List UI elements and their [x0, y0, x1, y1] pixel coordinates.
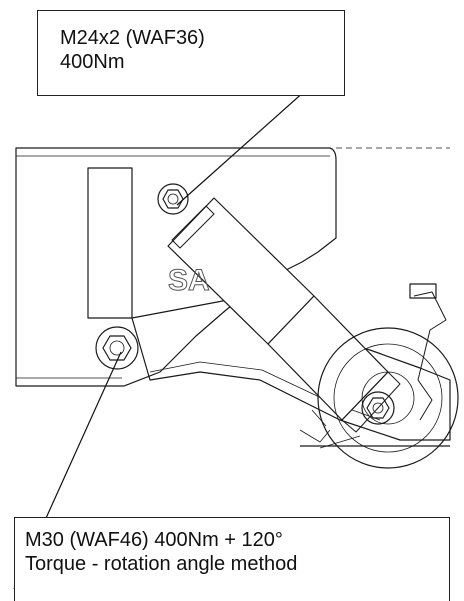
- vertical-slot: [87, 167, 133, 319]
- right-bolt-core: [372, 402, 384, 414]
- callout-bottom-method: Torque - rotation angle method: [25, 553, 298, 575]
- callout-top-bolt: M24x2 (WAF36) 400Nm: [37, 10, 345, 96]
- brand-emboss: SA: [168, 264, 210, 297]
- top-bolt-washer: [157, 183, 189, 215]
- bottom-bolt-hex: [102, 335, 132, 361]
- damper-cap: [171, 205, 215, 249]
- top-bolt-hex: [162, 189, 184, 209]
- top-bolt-core: [167, 193, 179, 205]
- hub-center: [361, 371, 415, 425]
- hub-linkage: [413, 291, 447, 421]
- hub-detail: [299, 409, 361, 449]
- callout-top-spec: M24x2 (WAF36): [60, 27, 205, 49]
- right-bolt-washer: [361, 391, 395, 425]
- callout-bottom-spec: M30 (WAF46) 400Nm + 120°: [25, 529, 283, 551]
- hub-ring: [333, 343, 443, 453]
- hub-outer: [317, 327, 459, 469]
- damper-lower-cap: [341, 371, 401, 433]
- callout-bottom-bolt: M30 (WAF46) 400Nm + 120° Torque - rotati…: [14, 517, 450, 601]
- right-bolt-hex: [366, 397, 390, 419]
- bottom-bolt-core: [109, 340, 125, 356]
- housing-plate: [15, 147, 337, 387]
- bottom-bolt-washer: [95, 326, 139, 370]
- callout-top-torque: 400Nm: [60, 51, 125, 73]
- hub-bolt-head: [409, 283, 437, 299]
